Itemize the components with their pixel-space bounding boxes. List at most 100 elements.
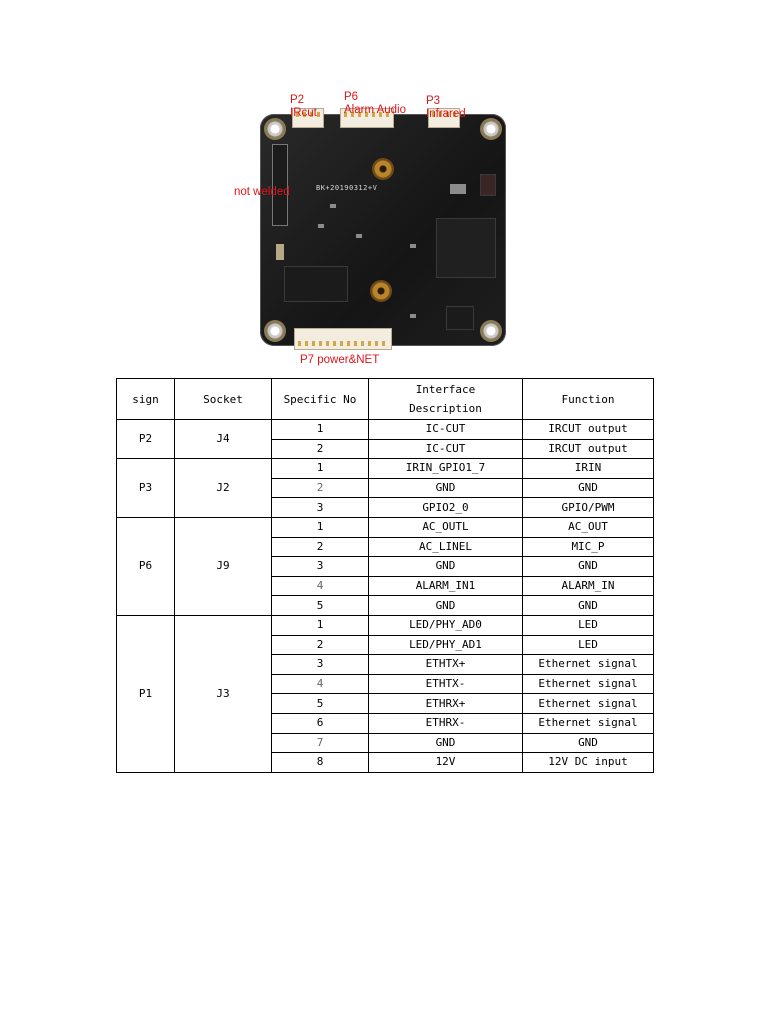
board-photo: BK+20190312+V P2 IRcut P6 Alarm Audio P3… xyxy=(230,88,530,373)
interface-cell: GND xyxy=(368,477,523,499)
callout-p7: P7 power&NET xyxy=(300,354,380,366)
function-cell: GND xyxy=(522,477,654,499)
interface-cell: ETHTX+ xyxy=(368,654,523,675)
pcb-board: BK+20190312+V xyxy=(260,108,506,350)
function-cell: IRCUT output xyxy=(522,438,654,460)
function-cell: Ethernet signal xyxy=(522,673,654,695)
function-cell: ALARM_IN xyxy=(522,575,654,597)
interface-cell: LED/PHY_AD1 xyxy=(368,634,523,656)
lens-screw-hole xyxy=(372,158,394,180)
function-cell: LED xyxy=(522,634,654,656)
header-interface-description: Interface Description xyxy=(368,378,523,420)
p6-alarm-audio-connector xyxy=(340,108,394,128)
interface-cell: LED/PHY_AD0 xyxy=(368,614,523,636)
pin-table: sign Socket Specific No Interface Descri… xyxy=(116,378,654,773)
interface-cell: GND xyxy=(368,732,523,754)
function-cell: MIC_P xyxy=(522,536,654,558)
capacitor xyxy=(276,244,284,260)
silkscreen-text: BK+20190312+V xyxy=(316,184,378,192)
led-component xyxy=(480,174,496,196)
smd-part xyxy=(318,224,324,228)
header-sign: sign xyxy=(116,378,175,420)
mounting-hole xyxy=(264,320,286,342)
callout-p6: P6 Alarm Audio xyxy=(344,91,407,116)
interface-cell: IC-CUT xyxy=(368,438,523,460)
function-cell: GND xyxy=(522,732,654,754)
specific-no-cell: 3 xyxy=(271,654,369,675)
interface-cell: IC-CUT xyxy=(368,419,523,440)
header-function: Function xyxy=(522,378,654,420)
interface-cell: GND xyxy=(368,556,523,577)
specific-no-cell: 7 xyxy=(271,732,369,754)
interface-cell: GND xyxy=(368,595,523,616)
specific-no-cell: 2 xyxy=(271,477,369,499)
function-cell: LED xyxy=(522,614,654,636)
socket-cell: J9 xyxy=(174,516,272,616)
interface-cell: ETHRX+ xyxy=(368,693,523,714)
specific-no-cell: 4 xyxy=(271,673,369,695)
soc-chip xyxy=(436,218,496,278)
mounting-hole xyxy=(480,118,502,140)
specific-no-cell: 2 xyxy=(271,438,369,460)
sign-cell: P2 xyxy=(116,418,175,460)
callout-not-welded: not welded xyxy=(234,186,290,198)
interface-cell: IRIN_GPIO1_7 xyxy=(368,458,523,479)
function-cell: AC_OUT xyxy=(522,516,654,538)
phy-chip xyxy=(446,306,474,330)
flash-chip xyxy=(284,266,348,302)
specific-no-cell: 1 xyxy=(271,516,369,538)
specific-no-cell: 4 xyxy=(271,575,369,597)
function-cell: IRCUT output xyxy=(522,419,654,440)
function-cell: Ethernet signal xyxy=(522,654,654,675)
specific-no-cell: 1 xyxy=(271,458,369,479)
header-socket: Socket xyxy=(174,378,272,420)
function-cell: GND xyxy=(522,556,654,577)
smd-part xyxy=(330,204,336,208)
specific-no-cell: 1 xyxy=(271,614,369,636)
smd-part xyxy=(410,314,416,318)
callout-p2: P2 IRcut xyxy=(290,94,317,119)
callout-p3: P3 Infrared xyxy=(426,95,466,120)
function-cell: IRIN xyxy=(522,458,654,479)
function-cell: 12V DC input xyxy=(522,752,654,773)
interface-cell: ETHRX- xyxy=(368,712,523,734)
specific-no-cell: 3 xyxy=(271,556,369,577)
header-row: sign Socket Specific No Interface Descri… xyxy=(116,378,654,420)
smd-part xyxy=(410,244,416,248)
socket-cell: J2 xyxy=(174,458,272,518)
p3-infrared-connector xyxy=(428,108,460,128)
sign-cell: P3 xyxy=(116,458,175,518)
crystal-component xyxy=(450,184,466,194)
sign-cell: P1 xyxy=(116,614,175,773)
mounting-hole xyxy=(480,320,502,342)
lens-screw-hole xyxy=(370,280,392,302)
socket-cell: J4 xyxy=(174,418,272,460)
specific-no-cell: 1 xyxy=(271,419,369,440)
interface-cell: ETHTX- xyxy=(368,673,523,695)
interface-cell: AC_OUTL xyxy=(368,516,523,538)
unwelded-pad-row xyxy=(272,144,288,226)
function-cell: GPIO/PWM xyxy=(522,497,654,518)
function-cell: Ethernet signal xyxy=(522,712,654,734)
p7-power-net-connector xyxy=(294,328,392,350)
interface-cell: ALARM_IN1 xyxy=(368,575,523,597)
specific-no-cell: 6 xyxy=(271,712,369,734)
function-cell: Ethernet signal xyxy=(522,693,654,714)
smd-part xyxy=(356,234,362,238)
specific-no-cell: 3 xyxy=(271,497,369,518)
interface-cell: AC_LINEL xyxy=(368,536,523,558)
specific-no-cell: 2 xyxy=(271,634,369,656)
